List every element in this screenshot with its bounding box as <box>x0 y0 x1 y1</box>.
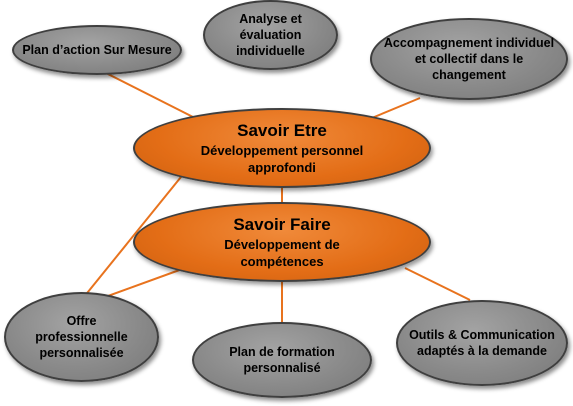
savoir-etre-sub-1: Développement personnel <box>200 143 364 158</box>
outils-line-1: Outils & Communication <box>409 328 555 342</box>
node-plan-formation: Plan de formation personnalisé <box>192 322 372 398</box>
savoir-faire-sub-1: Développement de <box>224 237 340 252</box>
analyse-line-2: évaluation <box>239 28 302 42</box>
analyse-line-1: Analyse et <box>239 12 302 26</box>
node-outils: Outils & Communication adaptés à la dema… <box>396 300 568 386</box>
node-analyse: Analyse et évaluation individuelle <box>203 0 338 70</box>
node-savoir-etre: Savoir Etre Développement personnel appr… <box>133 108 431 188</box>
connector-plan-action <box>99 69 196 119</box>
accompagnement-line-2: et collectif dans le <box>414 52 524 66</box>
plan-action-line-1: Plan d’action Sur Mesure <box>22 43 172 57</box>
plan-formation-line-1: Plan de formation <box>229 345 335 359</box>
savoir-etre-title: Savoir Etre <box>237 121 327 140</box>
connector-outils <box>404 267 471 301</box>
savoir-faire-sub-2: compétences <box>240 254 324 269</box>
node-savoir-faire: Savoir Faire Développement de compétence… <box>133 202 431 282</box>
savoir-faire-title: Savoir Faire <box>233 215 331 234</box>
accompagnement-line-1: Accompagnement individuel <box>383 36 555 50</box>
offre-line-1: Offre <box>66 314 97 328</box>
connector-offre-top <box>74 171 186 309</box>
outils-line-2: adaptés à la demande <box>417 344 547 358</box>
accompagnement-line-3: changement <box>432 68 506 82</box>
offre-line-3: personnalisée <box>39 346 124 360</box>
node-offre: Offre professionnelle personnalisée <box>4 292 159 382</box>
savoir-etre-sub-2: approfondi <box>248 160 316 175</box>
analyse-line-3: individuelle <box>236 44 305 58</box>
node-plan-action: Plan d’action Sur Mesure <box>12 25 182 75</box>
node-accompagnement: Accompagnement individuel et collectif d… <box>370 18 568 100</box>
plan-formation-line-2: personnalisé <box>243 361 321 375</box>
offre-line-2: professionnelle <box>35 330 128 344</box>
